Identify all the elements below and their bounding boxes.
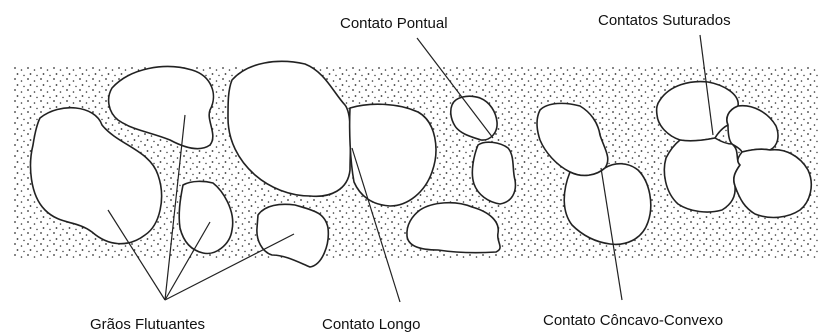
label-contato-concavo-convexo: Contato Côncavo-Convexo [543, 312, 723, 329]
label-graos-flutuantes: Grãos Flutuantes [90, 316, 205, 333]
label-contatos-suturados: Contatos Suturados [598, 12, 731, 29]
label-contato-pontual: Contato Pontual [340, 15, 448, 32]
label-contato-longo: Contato Longo [322, 316, 420, 333]
grain-sutured-left [664, 138, 740, 212]
